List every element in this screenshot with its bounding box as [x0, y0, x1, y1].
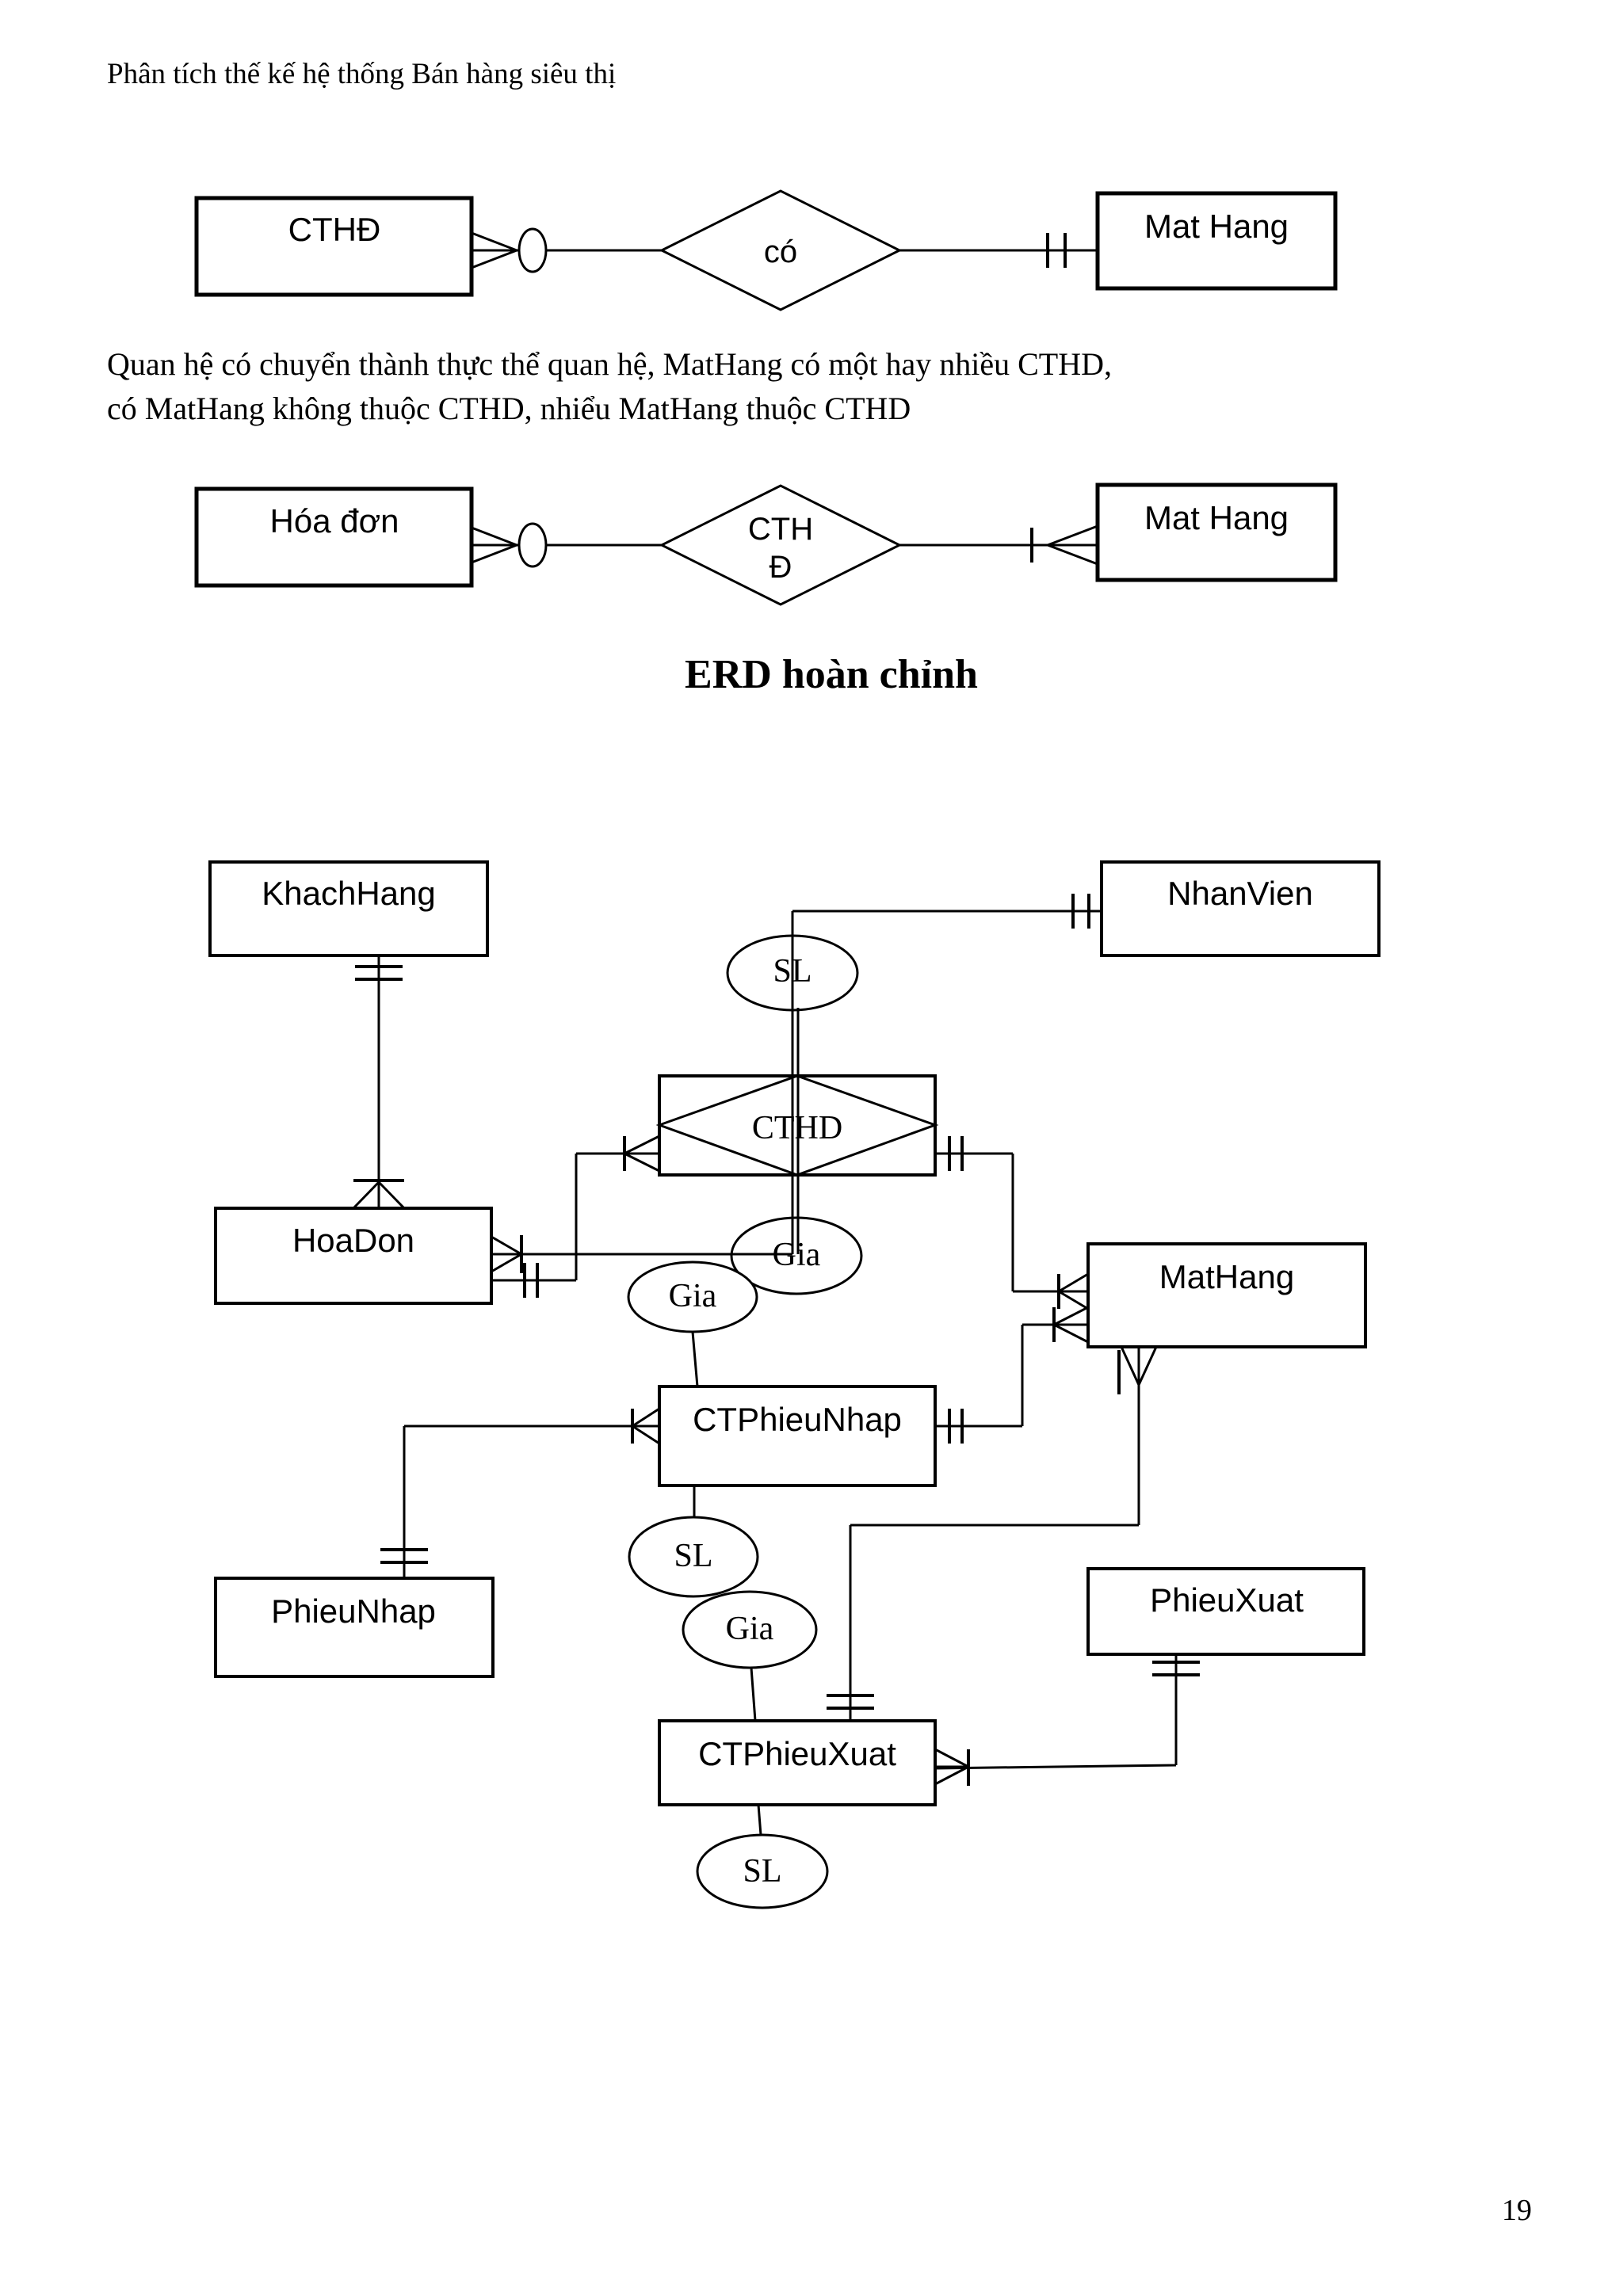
body-paragraph: Quan hệ có chuyển thành thực thể quan hệ… — [107, 342, 1112, 431]
diagram1-relationship-co-label: có — [763, 235, 798, 269]
page-number: 19 — [1502, 2194, 1532, 2227]
diagram2-entity-hoadon-label: Hóa đơn — [269, 502, 399, 540]
diagram1-connector-left — [471, 227, 662, 273]
attribute-sl-ctphieunhap-label: SL — [674, 1538, 713, 1574]
attribute-sl-ctphieuxuat-label: SL — [743, 1853, 782, 1890]
section-title: ERD hoàn chỉnh — [685, 652, 978, 697]
entity-mathang-label: MatHang — [1159, 1258, 1295, 1295]
entity-khachhang-box — [208, 860, 489, 957]
entity-ctphieuxuat-label: CTPhieuXuat — [698, 1735, 896, 1772]
entity-phieuxuat-box — [1086, 1567, 1365, 1656]
relationship-cthd-label: CTHD — [751, 1110, 843, 1146]
entity-nhanvien-box — [1100, 860, 1381, 957]
entity-khachhang-label: KhachHang — [262, 875, 436, 912]
connector-hoadon-cthd-a — [491, 1235, 792, 1273]
diagram2-entity-mathang-label: Mat Hang — [1144, 499, 1289, 536]
connector-mathang-ctphieuxuat — [827, 1346, 1158, 1721]
attribute-gia-ctphieuxuat-oval — [682, 1590, 818, 1669]
diagram2-entity-hoadon-box — [194, 486, 474, 588]
attribute-gia-cthd-label: Gia — [772, 1237, 821, 1273]
connector-hoadon-cthd-b — [491, 1135, 660, 1298]
entity-phieunhap-label: PhieuNhap — [271, 1592, 436, 1630]
connector-cthd-mathang — [935, 1136, 1089, 1310]
diagram2-relationship-cthd-diamond — [659, 484, 903, 606]
entity-hoadon-box — [214, 1207, 493, 1305]
attribute-stems — [691, 1331, 762, 1836]
connector-phieuxuat-ctphieuxuat — [934, 1654, 1200, 1786]
attribute-gia-ctphieunhap-oval — [627, 1261, 758, 1333]
diagram1-entity-mathang-label: Mat Hang — [1144, 208, 1289, 245]
diagram1-connector-right — [899, 233, 1098, 268]
connector-cthd-nhanvien — [791, 894, 1102, 1076]
relationship-cthd-assoc-entity — [655, 1074, 939, 1177]
connector-phieunhap-ctphieunhap — [380, 1407, 660, 1578]
diagram2-connector-right — [899, 524, 1098, 566]
attribute-sl-cthd-oval — [726, 934, 859, 1012]
attribute-sl-ctphieunhap-oval — [628, 1516, 759, 1598]
attribute-sl-cthd-label: SL — [773, 953, 812, 990]
page-header: Phân tích thế kế hệ thống Bán hàng siêu … — [107, 58, 617, 90]
connector-khachhang-hoadon — [352, 955, 406, 1210]
connector-cthd-gia — [791, 1175, 800, 1254]
entity-phieuxuat-label: PhieuXuat — [1150, 1581, 1304, 1619]
entity-ctphieuxuat-box — [658, 1719, 937, 1806]
diagram1-relationship-co-diamond — [659, 189, 903, 311]
entity-ctphieunhap-label: CTPhieuNhap — [693, 1401, 902, 1438]
body-paragraph-line2: có MatHang không thuộc CTHD, nhiểu MatHa… — [107, 391, 911, 426]
diagram1-entity-cthd-box — [194, 196, 474, 297]
diagram1-entity-cthd-label: CTHĐ — [288, 211, 381, 248]
attribute-gia-ctphieunhap-label: Gia — [668, 1278, 717, 1314]
diagram1-entity-mathang-box — [1095, 191, 1338, 291]
connector-ctphieunhap-mathang — [935, 1306, 1089, 1444]
attribute-gia-cthd-oval — [730, 1216, 863, 1295]
diagram2-entity-mathang-box — [1095, 482, 1338, 582]
entity-mathang-box — [1086, 1242, 1367, 1348]
diagram2-connector-left — [471, 522, 662, 568]
entity-hoadon-label: HoaDon — [292, 1222, 415, 1259]
entity-phieunhap-box — [214, 1577, 495, 1678]
attribute-gia-ctphieuxuat-label: Gia — [725, 1611, 774, 1647]
entity-ctphieunhap-box — [658, 1385, 937, 1487]
diagram2-relationship-d-label: Đ — [769, 550, 792, 585]
attribute-sl-ctphieuxuat-oval — [696, 1833, 829, 1909]
diagram2-relationship-cth-label: CTH — [747, 512, 814, 547]
entity-nhanvien-label: NhanVien — [1167, 875, 1313, 912]
body-paragraph-line1: Quan hệ có chuyển thành thực thể quan hệ… — [107, 346, 1113, 382]
